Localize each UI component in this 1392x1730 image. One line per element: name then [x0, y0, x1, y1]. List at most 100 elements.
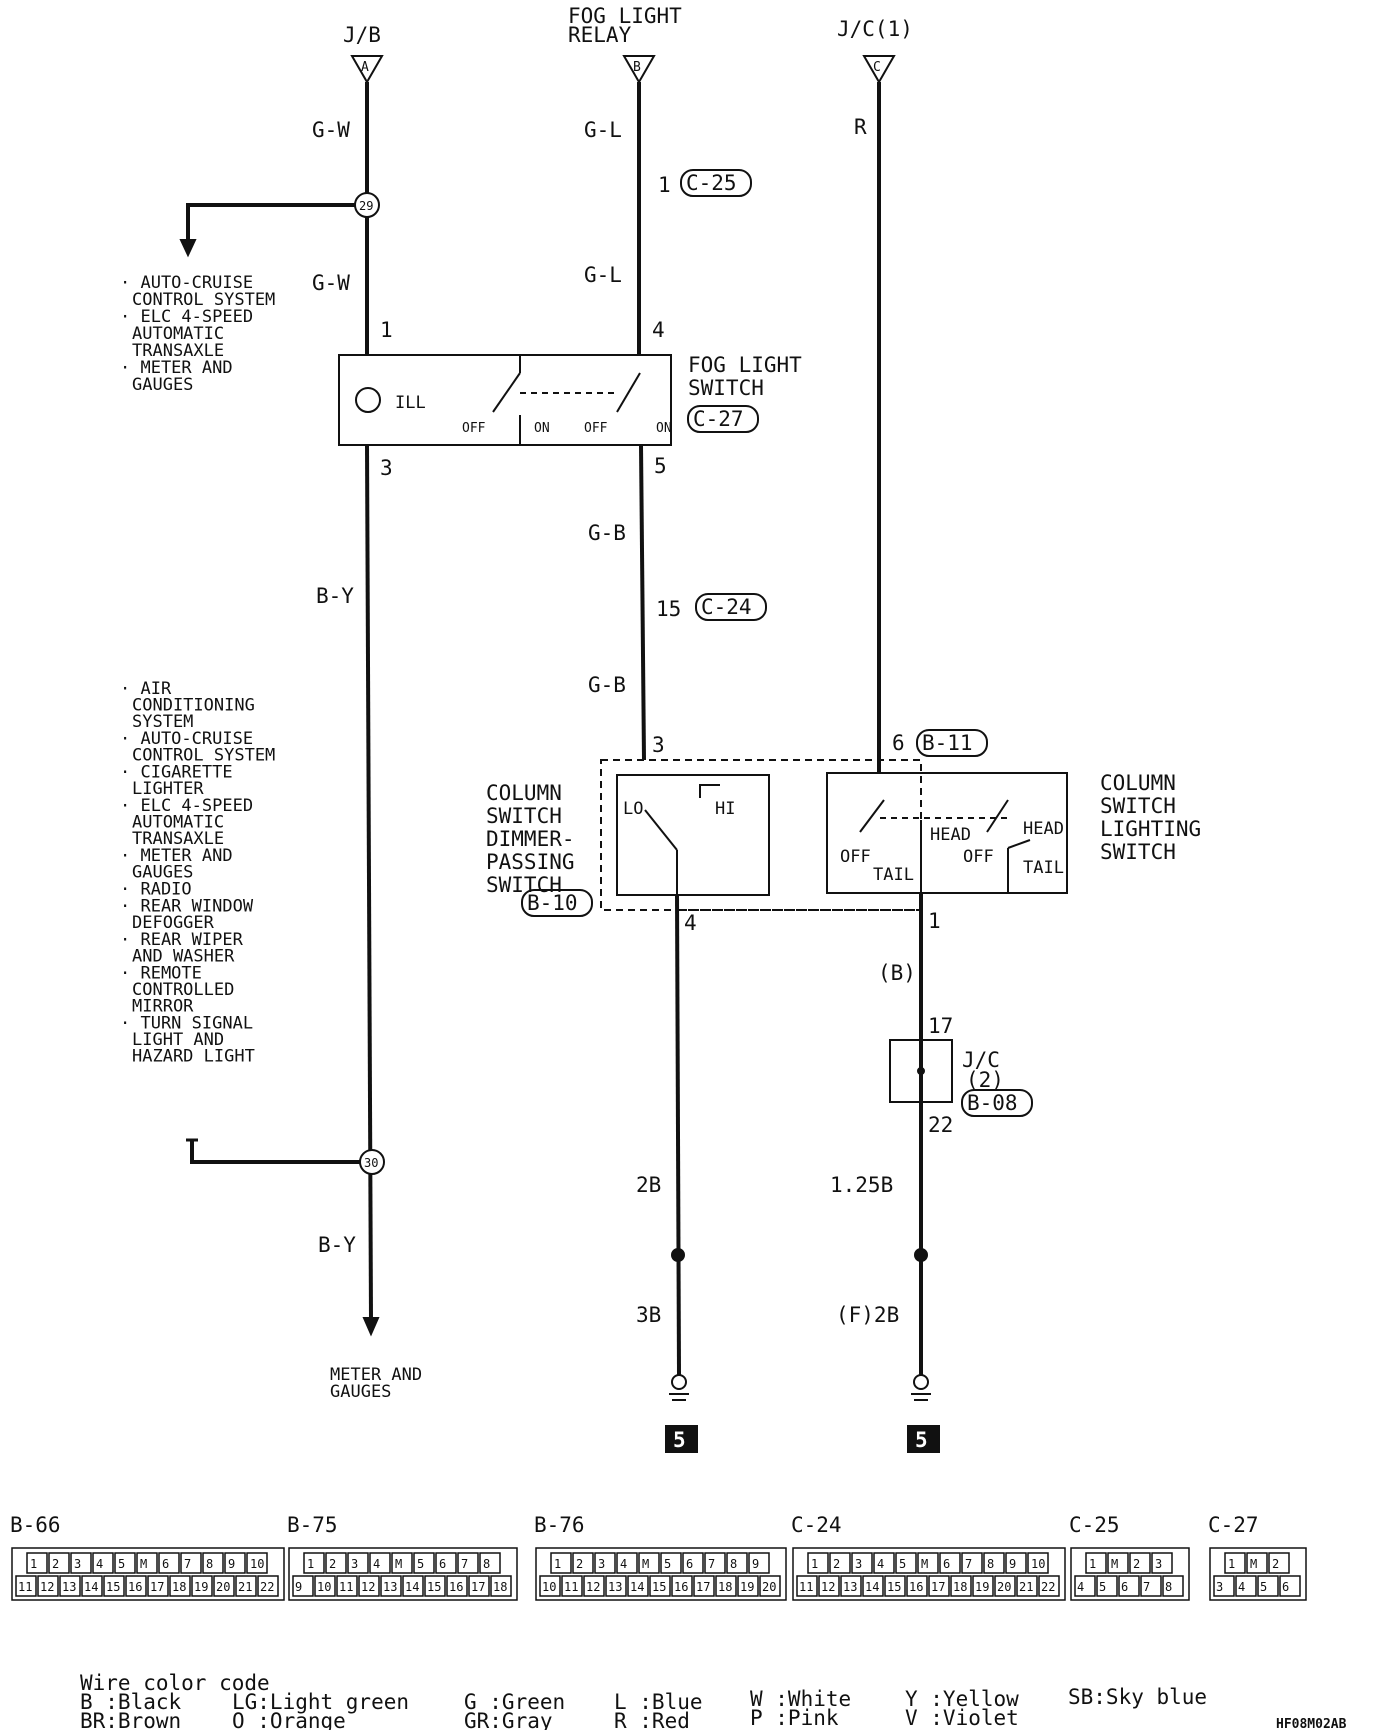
connector-pin-cell: [81, 1575, 103, 1597]
connector-pin-number: 3: [351, 1557, 358, 1571]
lighting-tail2: TAIL: [1023, 858, 1064, 878]
connector-pin-number: 5: [118, 1557, 125, 1571]
connector-pin-number: 15: [427, 1580, 441, 1594]
connector-pin-cell: [638, 1552, 660, 1574]
connector-pin-number: 2: [329, 1557, 336, 1571]
connector-pin-number: 19: [975, 1580, 989, 1594]
lighting-head2: HEAD: [1023, 819, 1064, 839]
wire-branch-29: [186, 203, 355, 245]
wire-label-b-paren: (B): [878, 961, 916, 985]
connector-pin-number: 15: [887, 1580, 901, 1594]
connector-pin-number: 10: [250, 1557, 264, 1571]
connector-pin-number: 2: [1133, 1557, 1140, 1571]
connector-pin-cell: [895, 1552, 917, 1574]
connector-pin-cell: [1213, 1575, 1235, 1597]
lighting-title-1: COLUMN: [1100, 771, 1176, 795]
connector-view-label: C-27: [1208, 1513, 1259, 1537]
terminal-b-title-1: FOG LIGHT: [568, 4, 682, 28]
system-list-bottom-item: CONTROL SYSTEM: [132, 746, 275, 766]
connector-pin-number: 4: [620, 1557, 627, 1571]
splice-30: [359, 1149, 385, 1175]
connector-pin-number: 1: [30, 1557, 37, 1571]
fog-switch-blade1: [492, 372, 521, 413]
system-list-bottom-item: LIGHTER: [132, 779, 204, 799]
connector-pin-cell: [1151, 1552, 1173, 1574]
connector-pin-cell: [972, 1575, 994, 1597]
connector-pin-number: 13: [843, 1580, 857, 1594]
connector-pin-number: 3: [74, 1557, 81, 1571]
junction-dot-right: [914, 1248, 928, 1262]
pin-1-col: 1: [928, 909, 941, 933]
pin-4-fog: 4: [652, 318, 665, 342]
connector-pin-number: 14: [84, 1580, 98, 1594]
connector-pin-number: 18: [718, 1580, 732, 1594]
system-list-bottom-item: DEFOGGER: [132, 913, 215, 933]
connector-pin-number: 19: [740, 1580, 754, 1594]
connector-pin-cell: [1279, 1575, 1301, 1597]
connector-b11: B-11: [922, 731, 973, 755]
connector-pin-cell: [369, 1552, 391, 1574]
connector-c27: C-27: [693, 407, 744, 431]
connector-view-outline: [11, 1547, 285, 1601]
connector-pin-number: 20: [997, 1580, 1011, 1594]
connector-pin-number: 1: [811, 1557, 818, 1571]
connector-pin-cell: [257, 1575, 279, 1597]
connector-pin-cell: [26, 1552, 48, 1574]
connector-pin-number: 16: [128, 1580, 142, 1594]
connector-pin-cell: [303, 1552, 325, 1574]
connector-pin-cell: [704, 1552, 726, 1574]
connector-pin-number: 3: [598, 1557, 605, 1571]
connector-pin-number: M: [642, 1557, 649, 1571]
connector-pin-cell: [594, 1552, 616, 1574]
connector-pin-number: 2: [52, 1557, 59, 1571]
terminal-a-symbol: [350, 55, 384, 85]
connector-pin-cell: [424, 1575, 446, 1597]
connector-pin-cell: [202, 1552, 224, 1574]
fog-switch-on1: ON: [534, 421, 550, 436]
connector-pin-cell: [840, 1575, 862, 1597]
system-list-bottom-item: CONTROLLED: [132, 980, 234, 1000]
connector-pin-number: 6: [1282, 1580, 1289, 1594]
connector-pin-number: 1: [1089, 1557, 1096, 1571]
system-list-bottom-item: · REAR WIPER: [120, 930, 244, 950]
connector-pin-number: 5: [1260, 1580, 1267, 1594]
connector-pin-cell: [939, 1552, 961, 1574]
wire-label-gl-mid: G-L: [584, 263, 622, 287]
connector-pin-cell: [380, 1575, 402, 1597]
connector-pin-number: 5: [417, 1557, 424, 1571]
connector-pin-number: 10: [542, 1580, 556, 1594]
connector-view-label: B-66: [10, 1513, 61, 1537]
connector-pin-cell: [1162, 1575, 1184, 1597]
wire-dimmer-out: [675, 894, 681, 1376]
connector-pin-number: 10: [1031, 1557, 1045, 1571]
system-list-bottom-item: SYSTEM: [132, 712, 193, 732]
connector-pin-cell: [1038, 1575, 1060, 1597]
jc2-title-2: (2): [966, 1068, 1004, 1092]
connector-pin-number: M: [1111, 1557, 1118, 1571]
connector-pin-number: 18: [172, 1580, 186, 1594]
connector-b10: B-10: [527, 891, 578, 915]
dimmer-title-3: DIMMER-: [486, 827, 575, 851]
connector-pin-number: 7: [461, 1557, 468, 1571]
system-list-bottom-item: · ELC 4-SPEED: [120, 796, 253, 816]
connector-pin-number: 1: [554, 1557, 561, 1571]
splice-29: [354, 192, 380, 218]
connector-pin-number: 12: [361, 1580, 375, 1594]
system-list-bottom-item: GAUGES: [132, 863, 193, 883]
fog-switch-blade2: [616, 372, 641, 413]
connector-view-label: C-25: [1069, 1513, 1120, 1537]
connector-pin-cell: [169, 1575, 191, 1597]
connector-pin-cell: [928, 1575, 950, 1597]
connector-pin-cell: [737, 1575, 759, 1597]
connector-pin-number: 8: [1165, 1580, 1172, 1594]
connector-pin-number: 16: [909, 1580, 923, 1594]
system-list-bottom-item: TRANSAXLE: [132, 829, 224, 849]
connector-pin-number: 22: [1041, 1580, 1055, 1594]
connector-pin-cell: [1140, 1575, 1162, 1597]
connector-pin-number: 4: [1077, 1580, 1084, 1594]
connector-pin-number: 2: [1272, 1557, 1279, 1571]
connector-pin-cell: [983, 1552, 1005, 1574]
connector-pin-number: 5: [899, 1557, 906, 1571]
wire-label-f2b: (F)2B: [836, 1303, 899, 1327]
